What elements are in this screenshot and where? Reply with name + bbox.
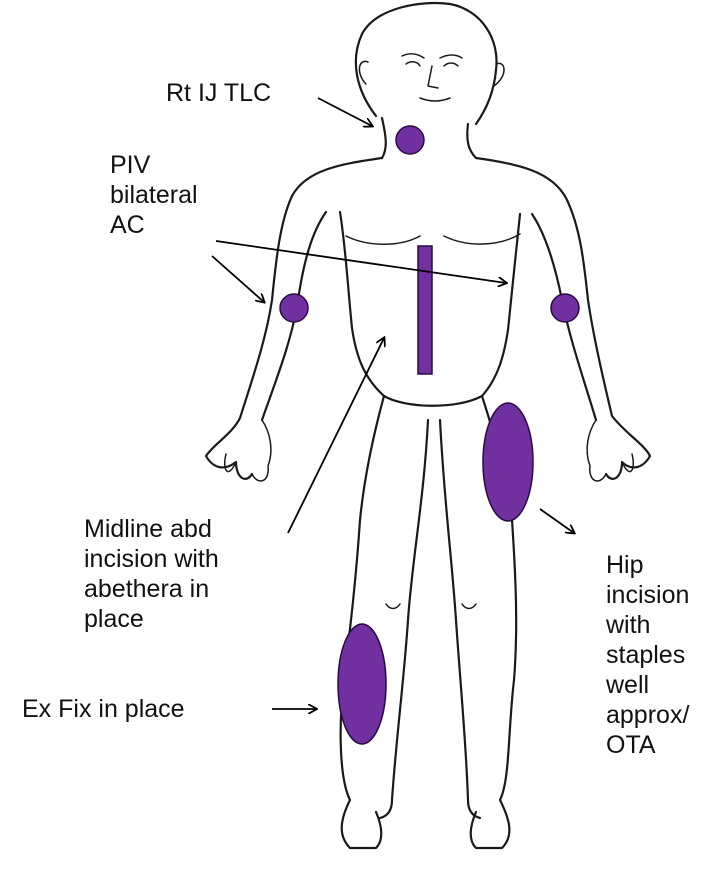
hip-incision: [483, 403, 533, 521]
hip-arrow: [540, 509, 574, 533]
midline-arrow: [288, 338, 384, 533]
hip-incision-label: Hip incision with staples well approx/ O…: [606, 550, 689, 760]
piv-right-arrow: [216, 241, 506, 283]
midline-incision-label: Midline abd incision with abethera in pl…: [84, 514, 219, 634]
midline-incision: [418, 246, 432, 374]
piv-left-arrow: [212, 256, 264, 302]
left-arm-iv-site: [551, 294, 579, 322]
neck-line-site: [396, 126, 424, 154]
rt-ij-tlc-label: Rt IJ TLC: [166, 78, 271, 108]
piv-label: PIV bilateral AC: [110, 150, 198, 240]
ex-fix-site: [338, 624, 386, 744]
rt-ij-arrow: [318, 98, 372, 126]
body-outline: [206, 3, 650, 848]
ex-fix-label: Ex Fix in place: [22, 694, 185, 724]
right-arm-iv-site: [280, 294, 308, 322]
